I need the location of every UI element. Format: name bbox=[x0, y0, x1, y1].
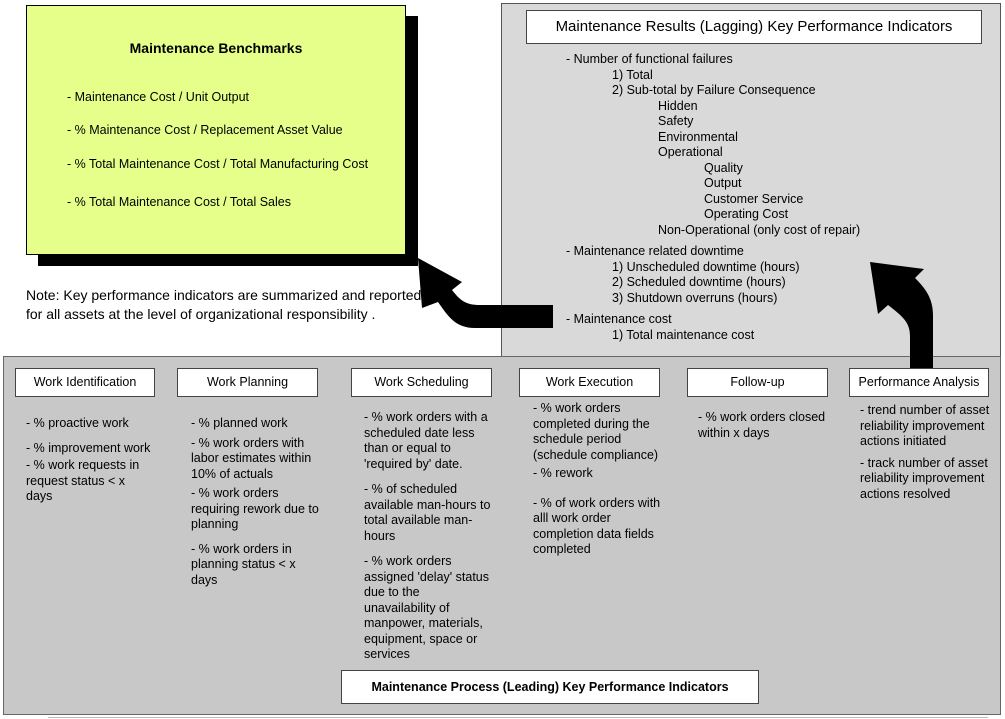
lagging-kpi-box: Maintenance Results (Lagging) Key Perfor… bbox=[501, 3, 1001, 357]
kpi-item: - % work orders with a scheduled date le… bbox=[364, 410, 488, 471]
work-planning-kpis: - % planned work - % work orders with la… bbox=[191, 416, 321, 597]
phase-performance-analysis: Performance Analysis bbox=[849, 368, 989, 397]
note-text: Note: Key performance indicators are sum… bbox=[26, 287, 422, 322]
leading-kpi-panel: Work Identification Work Planning Work S… bbox=[3, 356, 1001, 715]
phase-work-scheduling: Work Scheduling bbox=[351, 368, 492, 397]
lagging-kpi-title: Maintenance Results (Lagging) Key Perfor… bbox=[526, 10, 982, 44]
lagging-kpi-line: 1) Total maintenance cost bbox=[612, 327, 755, 342]
benchmark-item: - Maintenance Cost / Unit Output bbox=[67, 90, 250, 104]
work-identification-kpis: - % proactive work - % improvement work … bbox=[26, 416, 151, 514]
arrow-to-benchmarks bbox=[418, 258, 553, 328]
kpi-item: - % work orders closed within x days bbox=[698, 410, 826, 440]
phase-work-execution: Work Execution bbox=[519, 368, 660, 397]
lagging-kpi-line: 1) Total bbox=[612, 67, 653, 82]
benchmarks-title: Maintenance Benchmarks bbox=[129, 40, 303, 56]
arrow-to-lagging bbox=[870, 262, 933, 368]
benchmark-item: - % Total Maintenance Cost / Total Manuf… bbox=[67, 157, 369, 171]
phase-follow-up: Follow-up bbox=[687, 368, 828, 397]
kpi-item: - % work orders in planning status < x d… bbox=[191, 541, 296, 587]
lagging-kpi-line: Hidden bbox=[658, 98, 698, 113]
lagging-kpi-line: Non-Operational (only cost of repair) bbox=[658, 222, 861, 237]
kpi-item: - % work orders with labor estimates wit… bbox=[191, 435, 312, 481]
lagging-kpi-line: Customer Service bbox=[704, 191, 804, 206]
lagging-kpi-line: Safety bbox=[658, 114, 694, 128]
kpi-item: - % work orders completed during the sch… bbox=[533, 401, 659, 462]
kpi-item: - % work requests in request status < x … bbox=[26, 458, 140, 503]
lagging-kpi-line: Operating Cost bbox=[704, 207, 789, 221]
kpi-item: - trend number of asset reliability impr… bbox=[860, 403, 990, 448]
lagging-kpi-line: 3) Shutdown overruns (hours) bbox=[612, 290, 778, 305]
follow-up-kpis: - % work orders closed within x days bbox=[698, 410, 828, 450]
benchmarks-box: Maintenance Benchmarks - Maintenance Cos… bbox=[26, 5, 406, 255]
kpi-item: - % of scheduled available man-hours to … bbox=[364, 482, 491, 543]
phase-work-planning: Work Planning bbox=[177, 368, 318, 397]
lagging-kpi-line: Quality bbox=[704, 160, 743, 175]
kpi-item: - % planned work bbox=[191, 416, 288, 430]
lagging-kpi-line: 1) Unscheduled downtime (hours) bbox=[612, 259, 800, 274]
lagging-kpi-line: 2) Sub-total by Failure Consequence bbox=[612, 83, 816, 97]
kpi-item: - % work orders assigned 'delay' status … bbox=[364, 554, 489, 661]
benchmark-item: - % Total Maintenance Cost / Total Sales bbox=[67, 195, 291, 209]
phase-work-identification: Work Identification bbox=[15, 368, 155, 397]
lagging-kpi-line: 2) Scheduled downtime (hours) bbox=[612, 275, 786, 289]
kpi-item: - track number of asset reliability impr… bbox=[860, 455, 988, 501]
work-execution-kpis: - % work orders completed during the sch… bbox=[533, 401, 663, 567]
kpi-item: - % of work orders with alll work order … bbox=[533, 495, 661, 557]
lagging-kpi-line: - Maintenance related downtime bbox=[566, 244, 744, 258]
lagging-kpi-line: - Number of functional failures bbox=[566, 52, 733, 66]
lagging-kpi-line: Environmental bbox=[658, 129, 738, 144]
divider bbox=[48, 717, 988, 718]
lagging-kpi-line: Operational bbox=[658, 145, 723, 159]
kpi-item: - % improvement work bbox=[26, 440, 151, 455]
performance-analysis-kpis: - trend number of asset reliability impr… bbox=[860, 403, 995, 511]
kpi-item: - % rework bbox=[533, 466, 593, 480]
benchmark-item: - % Maintenance Cost / Replacement Asset… bbox=[67, 123, 343, 137]
lagging-kpi-line: - Maintenance cost bbox=[566, 312, 672, 326]
work-scheduling-kpis: - % work orders with a scheduled date le… bbox=[364, 410, 494, 672]
leading-kpi-title: Maintenance Process (Leading) Key Perfor… bbox=[341, 670, 759, 704]
kpi-item: - % proactive work bbox=[26, 416, 129, 430]
kpi-item: - % work orders requiring rework due to … bbox=[191, 486, 319, 531]
lagging-kpi-line: Output bbox=[704, 176, 742, 190]
